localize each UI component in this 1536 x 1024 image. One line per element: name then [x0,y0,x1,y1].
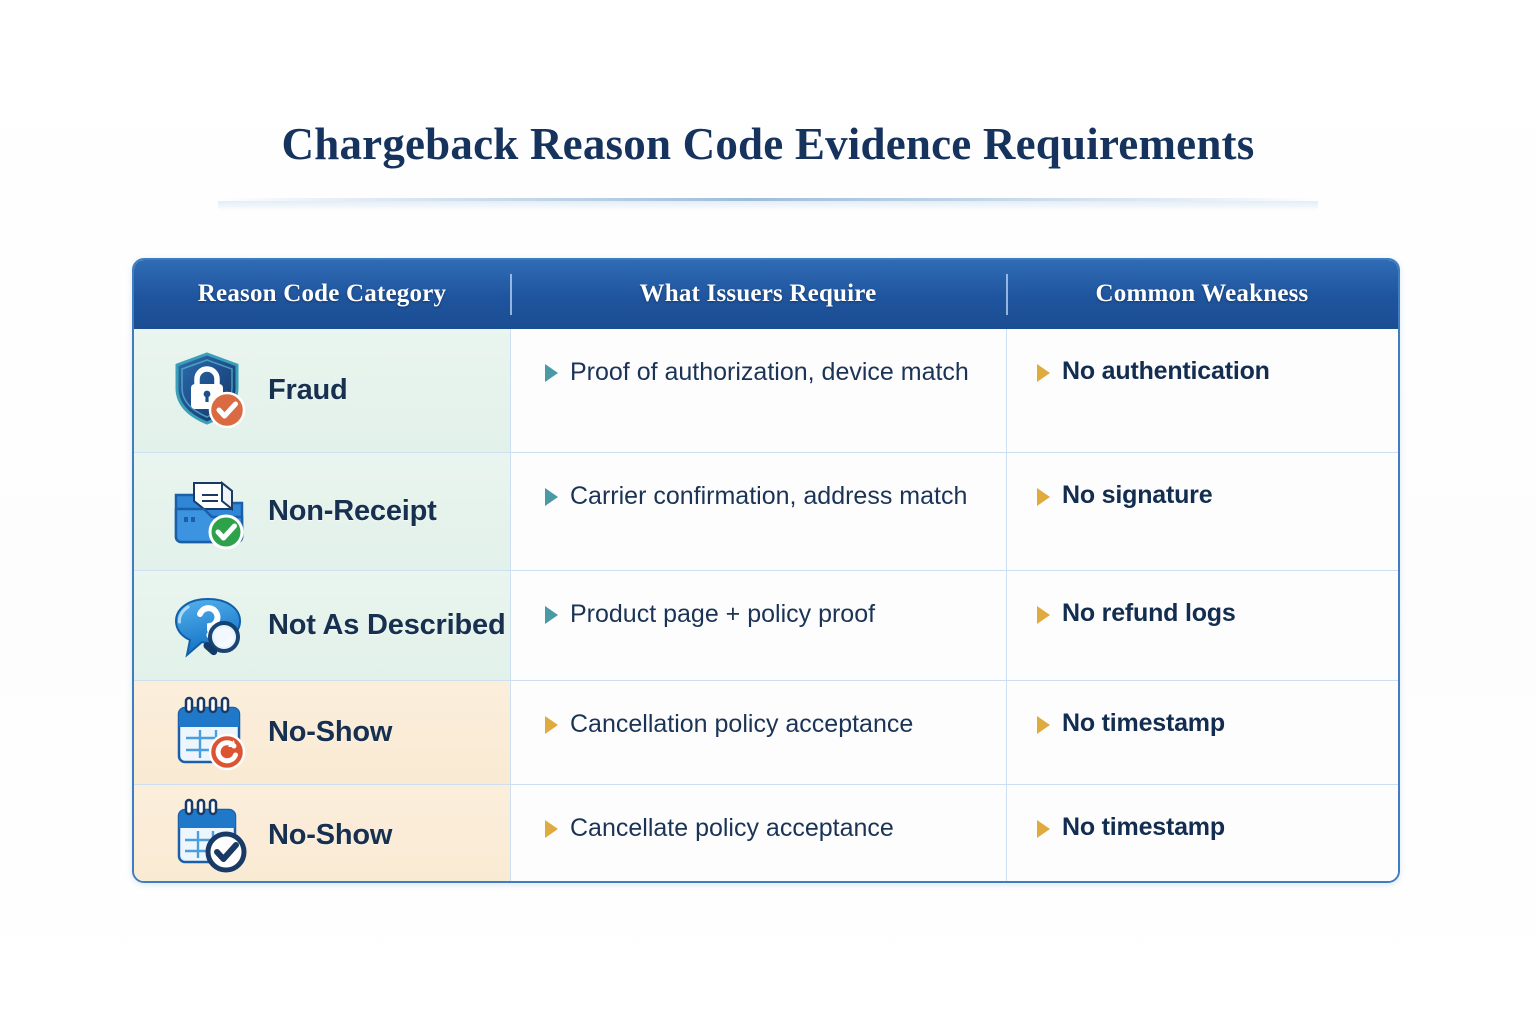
column-header-common-weakness: Common Weakness [1006,260,1398,327]
speech-bubble-question-magnifier-icon [174,597,242,658]
bullet-triangle-icon [1037,716,1050,734]
shield-lock-check-icon [175,351,246,428]
table-row: Not As Described Product page + policy p… [134,571,1398,681]
category-label: Not As Described [268,609,506,642]
bullet-triangle-icon [545,364,558,382]
requirement-text: Cancellation policy acceptance [570,710,914,738]
bullet-triangle-icon [545,606,558,624]
bullet-triangle-icon [545,820,558,838]
weakness-text: No timestamp [1062,709,1225,737]
page-title: Chargeback Reason Code Evidence Requirem… [281,119,1255,169]
weakness-cell: No authentication [1006,329,1398,452]
requirement-text: Cancellate policy acceptance [570,814,894,842]
column-header-reason-code-category: Reason Code Category [197,279,447,307]
requirement-cell: Carrier confirmation, address match [510,453,1006,570]
bullet-triangle-icon [545,716,558,734]
requirement-cell: Cancellate policy acceptance [510,785,1006,881]
weakness-cell: No refund logs [1006,571,1398,680]
bullet-triangle-icon [1037,488,1050,506]
weakness-text: No timestamp [1062,813,1225,841]
requirement-text: Proof of authorization, device match [570,358,969,386]
weakness-text: No authentication [1062,357,1270,385]
bullet-triangle-icon [1037,606,1050,624]
requirement-cell: Cancellation policy acceptance [510,681,1006,784]
table-row: Non-Receipt Carrier confirmation, addres… [134,453,1398,571]
evidence-requirements-table: Reason Code Category What Issuers Requir… [132,258,1400,883]
category-cell: Non-Receipt [134,453,510,570]
table-row: Fraud Proof of authorization, device mat… [134,329,1398,453]
category-label: No-Show [268,716,393,749]
requirement-cell: Proof of authorization, device match [510,329,1006,452]
page-title-area: Chargeback Reason Code Evidence Requirem… [0,118,1536,170]
weakness-cell: No signature [1006,453,1398,570]
table-header-row: Reason Code Category What Issuers Requir… [134,260,1398,329]
table-row: No-Show Cancellate policy acceptance No … [134,785,1398,881]
weakness-text: No signature [1062,481,1213,509]
bullet-triangle-icon [545,488,558,506]
requirement-text: Product page + policy proof [570,600,876,628]
calendar-check-icon [177,798,247,873]
title-divider [218,198,1318,201]
calendar-reschedule-icon [177,696,246,770]
category-cell: Not As Described [134,571,510,680]
bullet-triangle-icon [1037,820,1050,838]
category-cell: No-Show [134,681,510,784]
category-cell: Fraud [134,329,510,452]
category-label: Non-Receipt [268,495,437,528]
weakness-text: No refund logs [1062,599,1236,627]
weakness-cell: No timestamp [1006,681,1398,784]
weakness-cell: No timestamp [1006,785,1398,881]
title-divider-glow [218,201,1318,211]
category-label: No-Show [268,818,393,851]
category-label: Fraud [268,374,348,407]
requirement-text: Carrier confirmation, address match [570,482,968,510]
column-header-what-issuers-require: What Issuers Require [510,260,1006,327]
folder-package-check-icon [174,480,244,549]
bullet-triangle-icon [1037,364,1050,382]
table-row: No-Show Cancellation policy acceptance N… [134,681,1398,785]
category-cell: No-Show [134,785,510,881]
requirement-cell: Product page + policy proof [510,571,1006,680]
